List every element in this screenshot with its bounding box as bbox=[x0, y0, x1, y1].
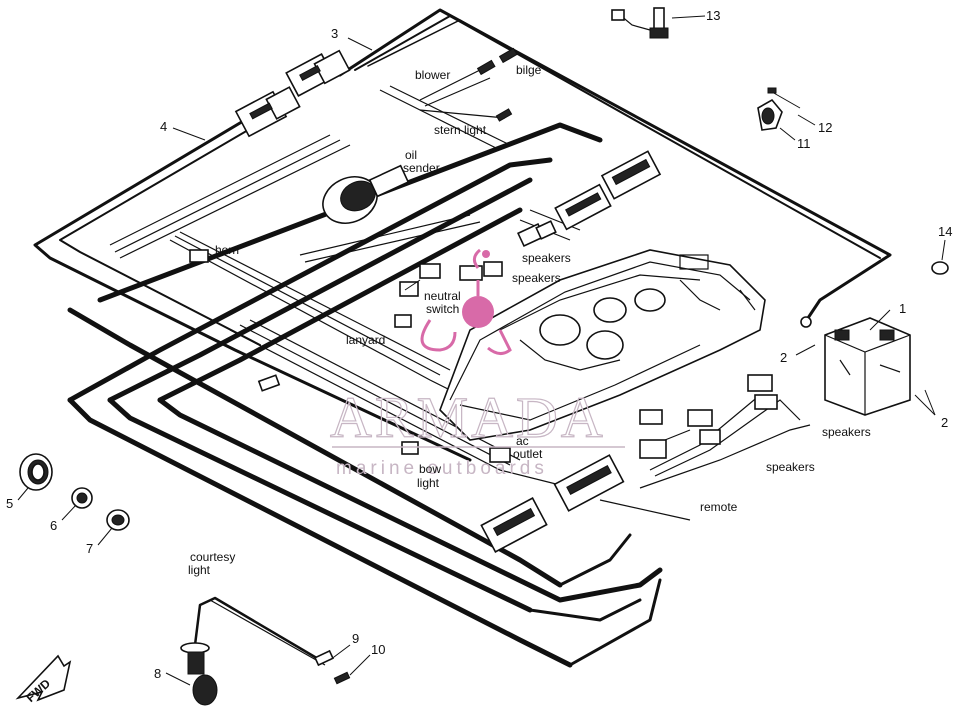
label-bow: bow bbox=[419, 462, 441, 476]
part-6-grommet bbox=[71, 487, 93, 509]
courtesy-light bbox=[180, 596, 351, 706]
label-horn: horn bbox=[215, 243, 239, 257]
callout-12: 12 bbox=[818, 120, 832, 135]
callout-13: 13 bbox=[706, 8, 720, 23]
dash-connector-bank bbox=[554, 150, 662, 231]
watermark: ARMADA marine outboards bbox=[329, 384, 625, 479]
label-sender: sender bbox=[403, 161, 440, 175]
label-blower: blower bbox=[415, 68, 450, 82]
boat-outline bbox=[439, 249, 766, 441]
part-5-ring bbox=[19, 453, 53, 491]
part-11-clamp bbox=[757, 98, 783, 131]
callout-numbers: 3 4 13 12 11 14 1 2 2 5 6 7 8 9 10 bbox=[6, 8, 952, 681]
label-bilge: bilge bbox=[516, 63, 542, 77]
label-lanyard: lanyard bbox=[346, 333, 385, 347]
label-outlet: outlet bbox=[513, 447, 543, 461]
label-speakers-lower: speakers bbox=[766, 460, 815, 474]
callout-4: 4 bbox=[160, 119, 167, 134]
label-speakers-right: speakers bbox=[822, 425, 871, 439]
fwd-arrow: FWD bbox=[15, 654, 72, 705]
label-ac: ac bbox=[516, 434, 529, 448]
connector-3 bbox=[285, 49, 351, 97]
callout-6: 6 bbox=[50, 518, 57, 533]
part-12-screw-head bbox=[767, 87, 777, 94]
small-plugs bbox=[189, 47, 778, 463]
connector-4 bbox=[234, 86, 301, 138]
callout-10: 10 bbox=[371, 642, 385, 657]
part-7-grommet bbox=[106, 509, 130, 531]
callout-7: 7 bbox=[86, 541, 93, 556]
oil-sender-connector bbox=[322, 164, 410, 224]
callout-14: 14 bbox=[938, 224, 952, 239]
callout-1: 1 bbox=[899, 301, 906, 316]
label-remote: remote bbox=[700, 500, 738, 514]
remote-connector bbox=[480, 454, 625, 553]
battery-terminal bbox=[800, 316, 812, 328]
main-harness bbox=[33, 8, 892, 668]
label-stern-light: stern light bbox=[434, 123, 487, 137]
label-bow-light: light bbox=[417, 476, 440, 490]
part-12-screw bbox=[771, 91, 801, 109]
watermark-tagline: marine outboards bbox=[336, 458, 548, 479]
armada-logo-icon bbox=[420, 248, 512, 355]
leader-lines bbox=[17, 15, 946, 686]
part-13-switch bbox=[611, 7, 669, 39]
callout-3: 3 bbox=[331, 26, 338, 41]
component-labels: blower bilge stern light oil sender horn… bbox=[188, 63, 871, 577]
label-neutral: neutral bbox=[424, 289, 461, 303]
part-14-clip bbox=[931, 261, 949, 275]
callout-8: 8 bbox=[154, 666, 161, 681]
label-courtesy: courtesy bbox=[190, 550, 235, 564]
label-speakers-mid: speakers bbox=[512, 271, 561, 285]
callout-2a: 2 bbox=[780, 350, 787, 365]
callout-2b: 2 bbox=[941, 415, 948, 430]
callout-5: 5 bbox=[6, 496, 13, 511]
callout-11: 11 bbox=[797, 136, 811, 151]
battery bbox=[824, 317, 911, 416]
label-speakers-top: speakers bbox=[522, 251, 571, 265]
callout-9: 9 bbox=[352, 631, 359, 646]
label-switch: switch bbox=[426, 302, 459, 316]
watermark-brand: ARMADA bbox=[330, 385, 606, 450]
label-courtesy-light: light bbox=[188, 563, 211, 577]
label-oil: oil bbox=[405, 148, 417, 162]
